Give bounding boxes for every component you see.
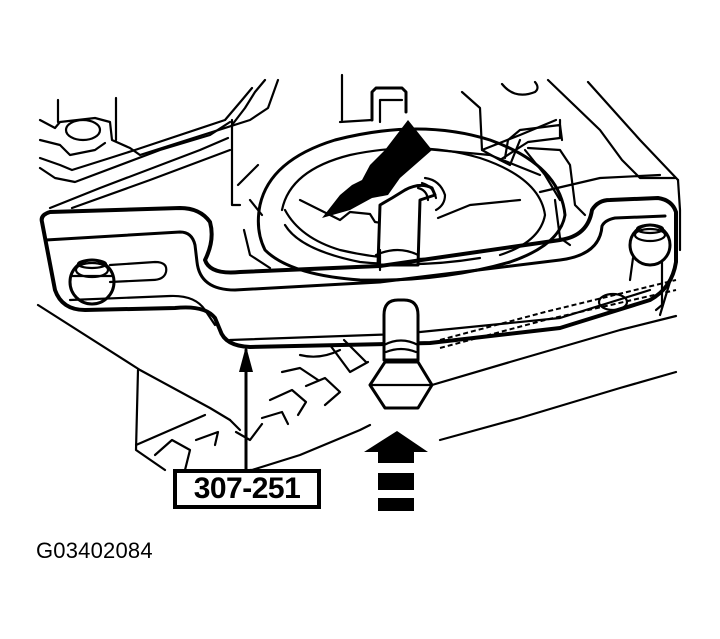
housing-upper-left: [38, 78, 280, 210]
tool-leader: [239, 346, 253, 472]
force-arrow-icon: [364, 431, 428, 511]
seal-ring-assembly: [242, 127, 567, 282]
center-shaft: [374, 176, 447, 272]
tool-bracket: [39, 196, 678, 349]
direction-arrow-icon: [322, 120, 432, 218]
bolt-left: [68, 258, 116, 306]
center-forcing-screw: [368, 298, 434, 410]
housing-lower: [36, 303, 678, 482]
bolt-right: [597, 223, 677, 317]
figure-id: G03402084: [36, 538, 153, 563]
upper-boss: [338, 73, 408, 124]
tool-number-label: 307-251: [173, 469, 321, 509]
